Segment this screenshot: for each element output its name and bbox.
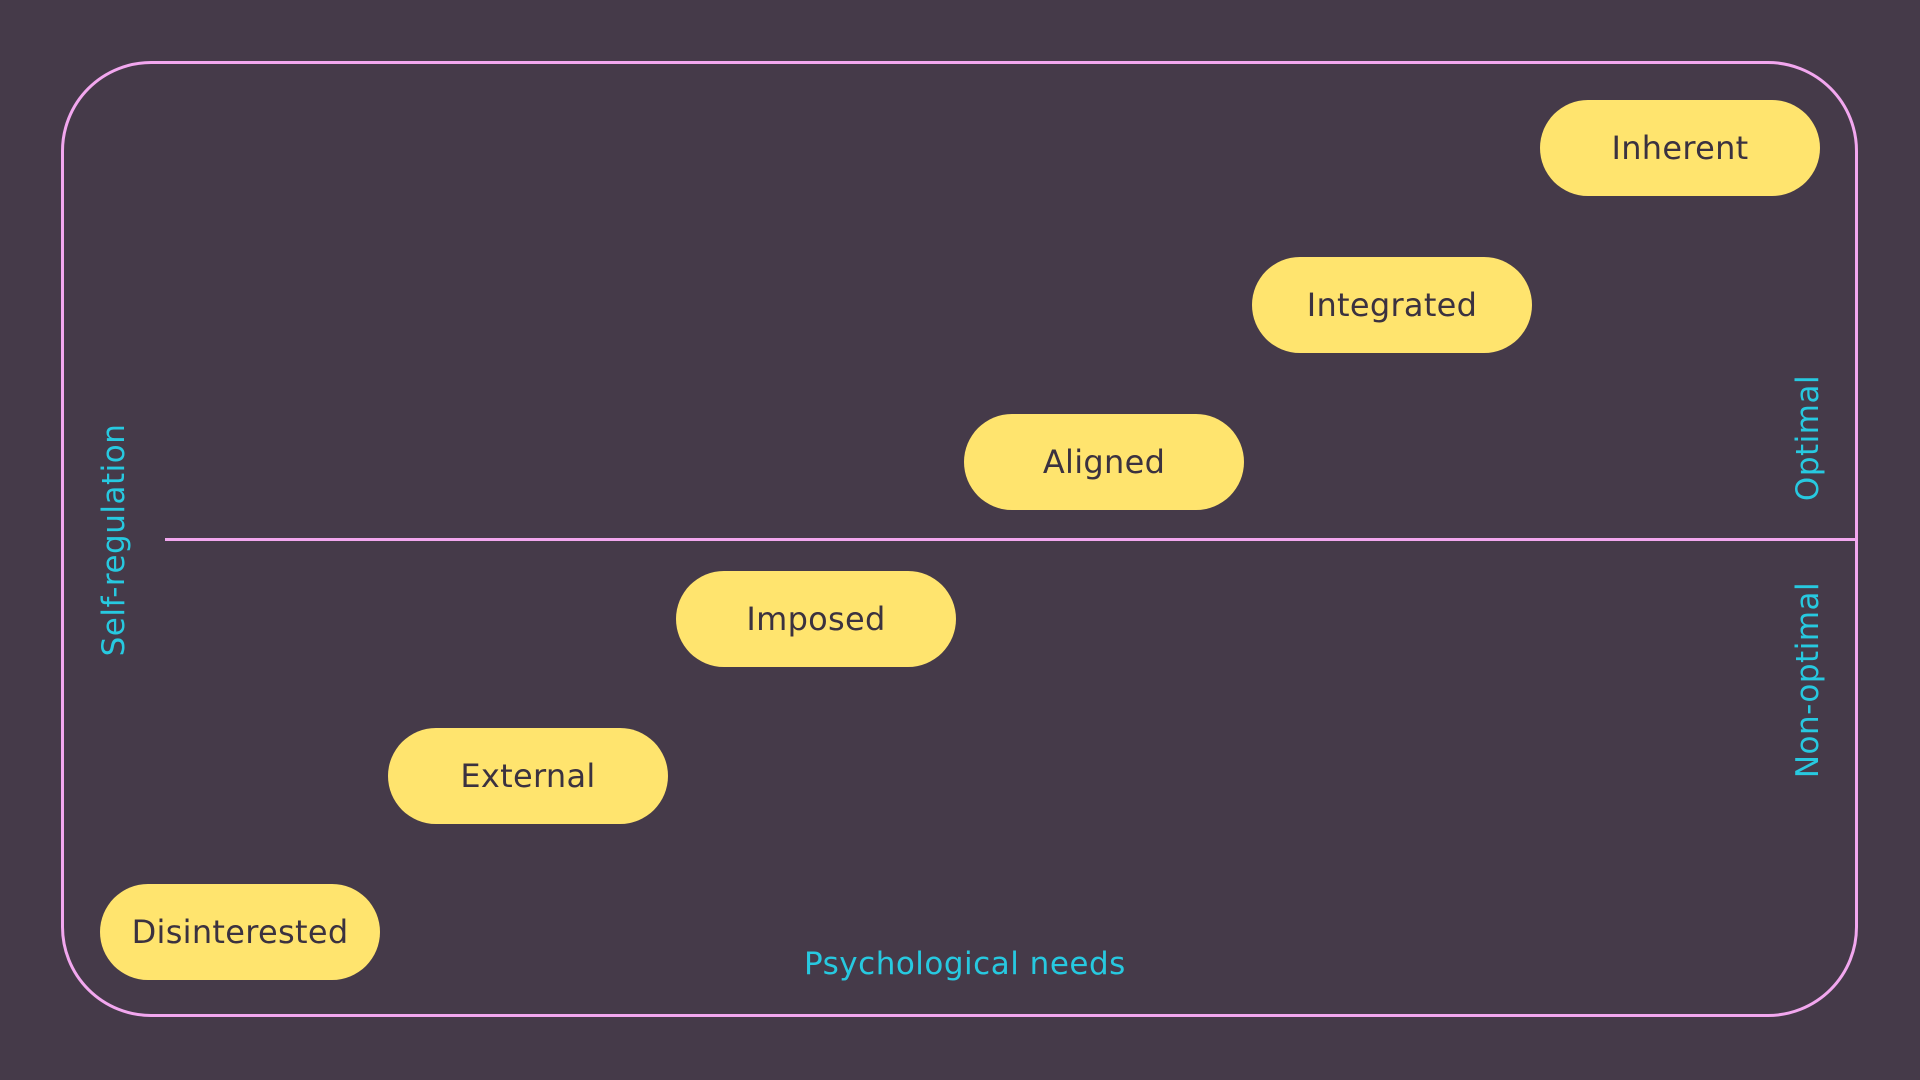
level-pill-imposed: Imposed bbox=[676, 571, 956, 667]
level-pill-aligned: Aligned bbox=[964, 414, 1244, 510]
level-pill-integrated: Integrated bbox=[1252, 257, 1532, 353]
zone-label-optimal: Optimal bbox=[1790, 374, 1826, 502]
x-axis-label: Psychological needs bbox=[804, 946, 1126, 982]
level-pill-inherent: Inherent bbox=[1540, 100, 1820, 196]
level-pill-disinterested: Disinterested bbox=[100, 884, 380, 980]
level-pill-external: External bbox=[388, 728, 668, 824]
optimal-divider-line bbox=[165, 538, 1857, 541]
zone-label-non-optimal: Non-optimal bbox=[1790, 581, 1826, 779]
y-axis-label: Self-regulation bbox=[96, 423, 132, 657]
